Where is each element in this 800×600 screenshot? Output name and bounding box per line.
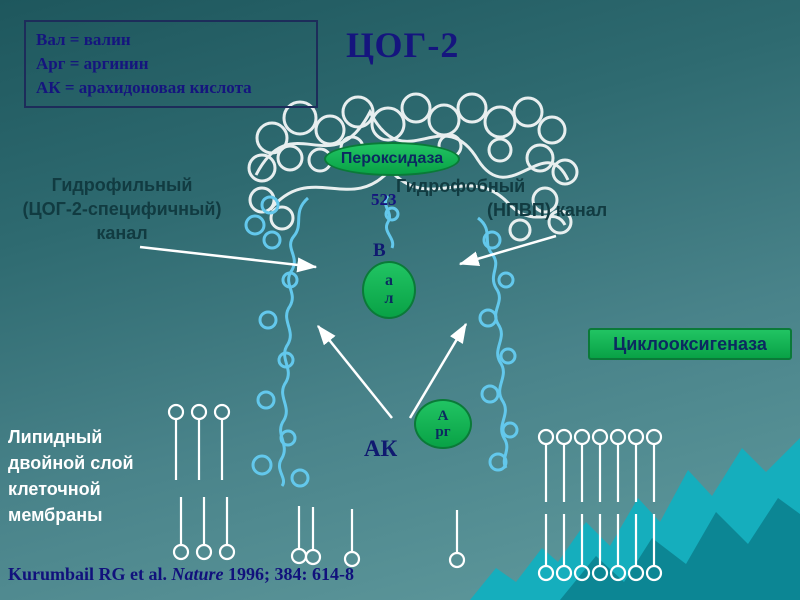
- center-chain: [383, 195, 400, 249]
- valine-letter-a: а: [385, 271, 393, 289]
- valine-ellipse: а л: [362, 261, 416, 319]
- hydrophilic-line-2: (ЦОГ-2-специфичный): [22, 199, 222, 219]
- protein-coil-white: [247, 92, 579, 242]
- legend-box: Вал = валин Арг = аргинин АК = арахидоно…: [24, 20, 318, 108]
- membrane-line-4: мембраны: [8, 505, 103, 525]
- hydrophobic-channel-chain: [477, 216, 519, 472]
- arginine-ellipse: А рг: [414, 399, 472, 449]
- arachidonic-acid-label: АК: [364, 436, 398, 461]
- hydrophilic-line-1: Гидрофильный: [51, 175, 193, 195]
- membrane-line-1: Липидный: [8, 427, 103, 447]
- citation-ref: 1996; 384: 614-8: [223, 564, 355, 584]
- legend-line-arginine: Арг = аргинин: [36, 54, 149, 73]
- hydrophilic-channel-chain: [244, 195, 310, 488]
- membrane-lipids-center: [290, 506, 466, 569]
- membrane-lipids-right: [537, 428, 663, 582]
- citation-journal: Nature: [171, 564, 224, 584]
- legend-line-valine: Вал = валин: [36, 30, 131, 49]
- membrane-lipids-left: [167, 403, 236, 561]
- cyclooxygenase-label: Циклооксигеназа: [588, 328, 792, 360]
- hydrophilic-channel-label: Гидрофильный (ЦОГ-2-специфичный) канал: [6, 173, 238, 245]
- citation: Kurumbail RG et al. Nature 1996; 384: 61…: [8, 564, 354, 585]
- residue-523-label: 523: [371, 190, 397, 209]
- hydrophobic-channel-label-line2: (НПВП) канал: [487, 200, 608, 220]
- hydrophobic-channel-label-line1: Гидрофобный: [396, 176, 526, 196]
- page-title: ЦОГ-2: [346, 25, 460, 65]
- valine-letter-l: л: [384, 290, 394, 307]
- arginine-letter-rg: рг: [435, 424, 451, 440]
- citation-authors: Kurumbail RG et al.: [8, 564, 172, 584]
- valine-letter-v: В: [373, 240, 386, 261]
- membrane-line-2: двойной слой: [8, 453, 134, 473]
- arginine-letter-a: А: [437, 407, 449, 424]
- legend-line-arachidonic: АК = арахидоновая кислота: [36, 78, 252, 97]
- pointer-arrows: [139, 234, 557, 419]
- hydrophilic-line-3: канал: [96, 223, 148, 243]
- membrane-label: Липидный двойной слой клеточной мембраны: [8, 424, 134, 528]
- peroxidase-label: Пероксидаза: [324, 142, 460, 176]
- membrane-line-3: клеточной: [8, 479, 101, 499]
